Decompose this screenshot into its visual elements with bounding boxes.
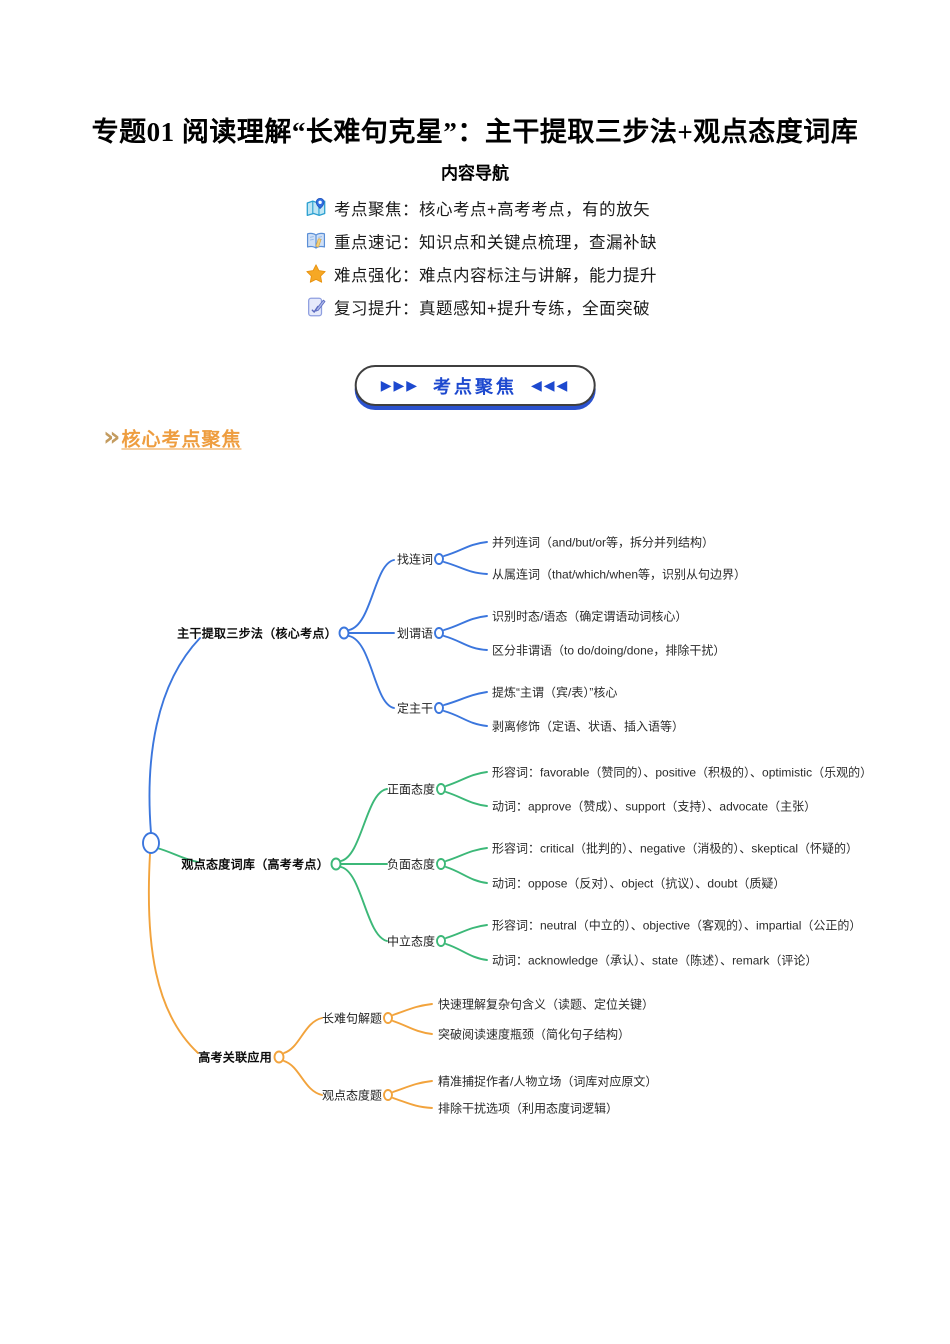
- mindmap-leaf: 精准捕捉作者/人物立场（词库对应原文）: [438, 1074, 658, 1089]
- star-icon: [306, 263, 326, 283]
- mindmap-node-fix-trunk: 定主干: [396, 701, 433, 716]
- triple-right-arrows-icon: ▶▶▶: [380, 377, 419, 394]
- double-chevron-icon: »: [103, 421, 121, 452]
- mindmap-node-long-sentence-solving: 长难句解题: [321, 1011, 382, 1026]
- nav-item-fuxi: 复习提升：真题感知+提升专练，全面突破: [305, 290, 657, 323]
- mindmap-branch-gaokao-application: 高考关联应用: [198, 1050, 272, 1065]
- mindmap-node-neutral-attitude: 中立态度: [386, 934, 435, 949]
- mindmap-leaf: 区分非谓语（to do/doing/done，排除干扰）: [492, 643, 726, 658]
- mindmap-leaf: 并列连词（and/but/or等，拆分并列结构）: [492, 535, 715, 550]
- triple-left-arrows-icon: ◀◀◀: [531, 377, 570, 394]
- mindmap-leaf: 动词：oppose（反对）、object（抗议）、doubt（质疑）: [492, 876, 786, 891]
- mindmap-node-mark-predicate: 划谓语: [396, 626, 433, 641]
- mindmap-branch-attitude-lexicon: 观点态度词库（高考考点）: [181, 857, 329, 872]
- core-points-heading: » 核心考点聚焦: [103, 421, 242, 452]
- memo-pencil-icon: [308, 297, 326, 316]
- nav-item-label: 复习提升：真题感知+提升专练，全面突破: [334, 299, 651, 318]
- mindmap-leaf: 形容词：critical（批判的）、negative（消极的）、skeptica…: [492, 841, 859, 856]
- mindmap-leaf: 从属连词（that/which/when等，识别从句边界）: [492, 567, 747, 582]
- mindmap-node-attitude-questions: 观点态度题: [321, 1088, 382, 1103]
- mindmap-leaf: 动词：approve（赞成）、support（支持）、advocate（主张）: [492, 799, 817, 814]
- mindmap-leaf: 形容词：favorable（赞同的）、positive（积极的）、optimis…: [492, 765, 873, 780]
- nav-item-label: 考点聚焦：核心考点+高考考点，有的放矢: [334, 200, 651, 219]
- nav-item-nandian: 难点强化：难点内容标注与讲解，能力提升: [305, 257, 657, 290]
- mindmap-leaf: 形容词：neutral（中立的）、objective（客观的）、impartia…: [492, 918, 862, 933]
- mindmap-leaf: 识别时态/语态（确定谓语动词核心）: [492, 609, 688, 624]
- nav-item-zhongdian: 重点速记：知识点和关键点梳理，查漏补缺: [305, 224, 657, 257]
- section-pill-label: 考点聚焦: [433, 376, 517, 397]
- mindmap-leaf: 排除干扰选项（利用态度词逻辑）: [438, 1101, 619, 1116]
- root-node-circle: [142, 832, 160, 854]
- mindmap-leaf: 剥离修饰（定语、状语、插入语等）: [492, 719, 685, 734]
- mindmap-leaf: 提炼“主谓（宾/表）”核心: [492, 685, 618, 700]
- page-title: 专题01 阅读理解“长难句克星”：主干提取三步法+观点态度词库: [91, 117, 859, 147]
- core-points-heading-label: 核心考点聚焦: [121, 429, 242, 451]
- content-nav-heading: 内容导航: [441, 164, 509, 183]
- mindmap-leaf: 快速理解复杂句含义（读题、定位关键）: [438, 997, 655, 1012]
- content-nav-list: 考点聚焦：核心考点+高考考点，有的放矢 重点速记：知识点和关键点梳理，查漏补缺 …: [305, 191, 657, 323]
- map-pin-icon: [306, 197, 326, 216]
- book-icon: [306, 232, 326, 249]
- mindmap-branch-trunk-extraction: 主干提取三步法（核心考点）: [177, 626, 337, 641]
- mindmap-node-positive-attitude: 正面态度: [386, 782, 435, 797]
- nav-item-label: 重点速记：知识点和关键点梳理，查漏补缺: [334, 233, 657, 252]
- mindmap-node-negative-attitude: 负面态度: [386, 857, 435, 872]
- nav-item-label: 难点强化：难点内容标注与讲解，能力提升: [334, 266, 657, 285]
- mindmap-node-find-conjunctions: 找连词: [396, 552, 433, 567]
- nav-item-kaodian: 考点聚焦：核心考点+高考考点，有的放矢: [305, 191, 657, 224]
- mindmap-leaf: 动词：acknowledge（承认）、state（陈述）、remark（评论）: [492, 953, 818, 968]
- section-pill-kaodian-jujiao: ▶▶▶ 考点聚焦 ◀◀◀: [354, 365, 596, 406]
- mindmap-leaf: 突破阅读速度瓶颈（简化句子结构）: [438, 1027, 631, 1042]
